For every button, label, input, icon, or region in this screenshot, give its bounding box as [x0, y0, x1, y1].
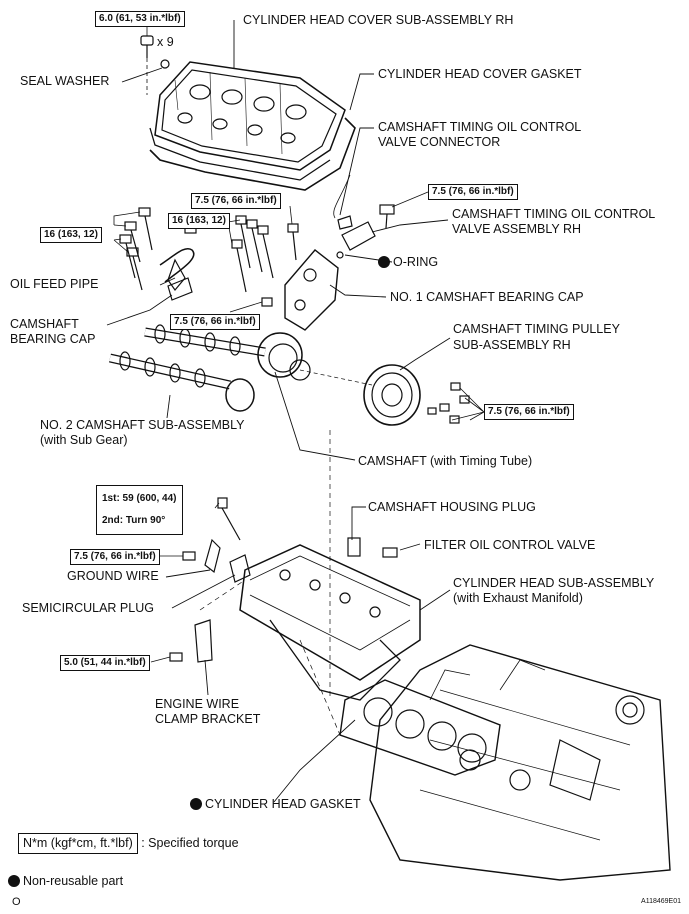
ocv-assembly: [333, 174, 395, 259]
bearing-cap-no1-shape: [284, 249, 339, 331]
non-reusable-dot-icon: [8, 875, 20, 887]
timing-pulley: [363, 364, 470, 426]
label-bearing-cap-2: BEARING CAP: [10, 332, 96, 346]
label-filter: FILTER OIL CONTROL VALVE: [424, 538, 596, 552]
torque-pulley: 7.5 (76, 66 in.*lbf): [484, 404, 574, 420]
legend-non-reusable: Non-reusable part: [8, 874, 123, 888]
torque-head-bolt: 1st: 59 (600, 44) 2nd: Turn 90°: [96, 485, 183, 535]
figure-code: A118469E01: [641, 898, 681, 905]
legend-unit-box: N*m (kgf*cm, ft.*lbf): [18, 833, 138, 854]
cylinder-head-cover: [149, 61, 346, 181]
label-housing-plug: CAMSHAFT HOUSING PLUG: [368, 500, 536, 514]
bearing-cap-bolts-right: [231, 215, 299, 307]
torque-16-right: 16 (163, 12): [168, 213, 230, 229]
torque-head-step2: 2nd: Turn 90°: [102, 515, 166, 526]
label-bearing-cap-1: CAMSHAFT: [10, 317, 79, 331]
label-cylinder-head-1: CYLINDER HEAD SUB-ASSEMBLY: [453, 576, 655, 590]
label-bearing-cap-no1: NO. 1 CAMSHAFT BEARING CAP: [390, 290, 584, 304]
page-mark: O: [12, 896, 21, 908]
camshaft-lower: [109, 351, 255, 412]
torque-cover: 6.0 (61, 53 in.*lbf): [95, 11, 185, 27]
label-pulley-2: SUB-ASSEMBLY RH: [453, 338, 571, 352]
label-clamp-2: CLAMP BRACKET: [155, 712, 261, 726]
label-ocv-assembly-1: CAMSHAFT TIMING OIL CONTROL: [452, 207, 656, 221]
torque-ground: 7.5 (76, 66 in.*lbf): [70, 549, 160, 565]
non-reusable-dot-icon: [190, 798, 202, 810]
legend-non-reusable-text: Non-reusable part: [23, 874, 124, 888]
head-gasket: [339, 679, 501, 776]
torque-connectors: [113, 27, 485, 663]
o-ring-text: O-RING: [393, 255, 439, 269]
label-no2-camshaft-2: (with Sub Gear): [40, 433, 128, 447]
label-o-ring: O-RING: [378, 255, 438, 270]
alignment-lines: [199, 430, 341, 736]
torque-cap-a: 7.5 (76, 66 in.*lbf): [191, 193, 281, 209]
label-oil-feed-pipe: OIL FEED PIPE: [10, 277, 99, 291]
label-ocv-assembly-2: VALVE ASSEMBLY RH: [452, 222, 581, 236]
torque-head-step1: 1st: 59 (600, 44): [102, 493, 177, 504]
label-cylinder-head-cover: CYLINDER HEAD COVER SUB-ASSEMBLY RH: [243, 13, 514, 27]
camshaft-upper: [144, 324, 311, 381]
label-ocv-connector-1: CAMSHAFT TIMING OIL CONTROL: [378, 120, 582, 134]
label-ground-wire: GROUND WIRE: [67, 569, 159, 583]
legend-unit-text: : Specified torque: [141, 836, 239, 850]
label-x9: x 9: [157, 35, 174, 49]
label-pulley-1: CAMSHAFT TIMING PULLEY: [453, 322, 620, 336]
oil-feed-pipe-shape: [159, 248, 195, 301]
label-seal-washer: SEAL WASHER: [20, 74, 110, 88]
label-ocv-connector-2: VALVE CONNECTOR: [378, 135, 501, 149]
torque-cap-b: 7.5 (76, 66 in.*lbf): [170, 314, 260, 330]
cylinder-head: [169, 497, 421, 701]
engine-block: [369, 644, 671, 881]
head-gasket-text: CYLINDER HEAD GASKET: [205, 797, 361, 811]
label-cylinder-head-cover-gasket: CYLINDER HEAD COVER GASKET: [378, 67, 582, 81]
torque-clamp: 5.0 (51, 44 in.*lbf): [60, 655, 150, 671]
cover-gasket: [149, 117, 356, 191]
label-no2-camshaft-1: NO. 2 CAMSHAFT SUB-ASSEMBLY: [40, 418, 245, 432]
non-reusable-dot-icon: [378, 256, 390, 268]
legend-torque: N*m (kgf*cm, ft.*lbf) : Specified torque: [18, 833, 239, 854]
torque-ocv: 7.5 (76, 66 in.*lbf): [428, 184, 518, 200]
label-clamp-1: ENGINE WIRE: [155, 697, 240, 711]
torque-16-left: 16 (163, 12): [40, 227, 102, 243]
label-head-gasket: CYLINDER HEAD GASKET: [190, 797, 361, 812]
label-semicircular-plug: SEMICIRCULAR PLUG: [22, 601, 154, 615]
label-cylinder-head-2: (with Exhaust Manifold): [453, 591, 583, 605]
leader-lines: [106, 20, 451, 803]
label-camshaft: CAMSHAFT (with Timing Tube): [358, 454, 533, 468]
